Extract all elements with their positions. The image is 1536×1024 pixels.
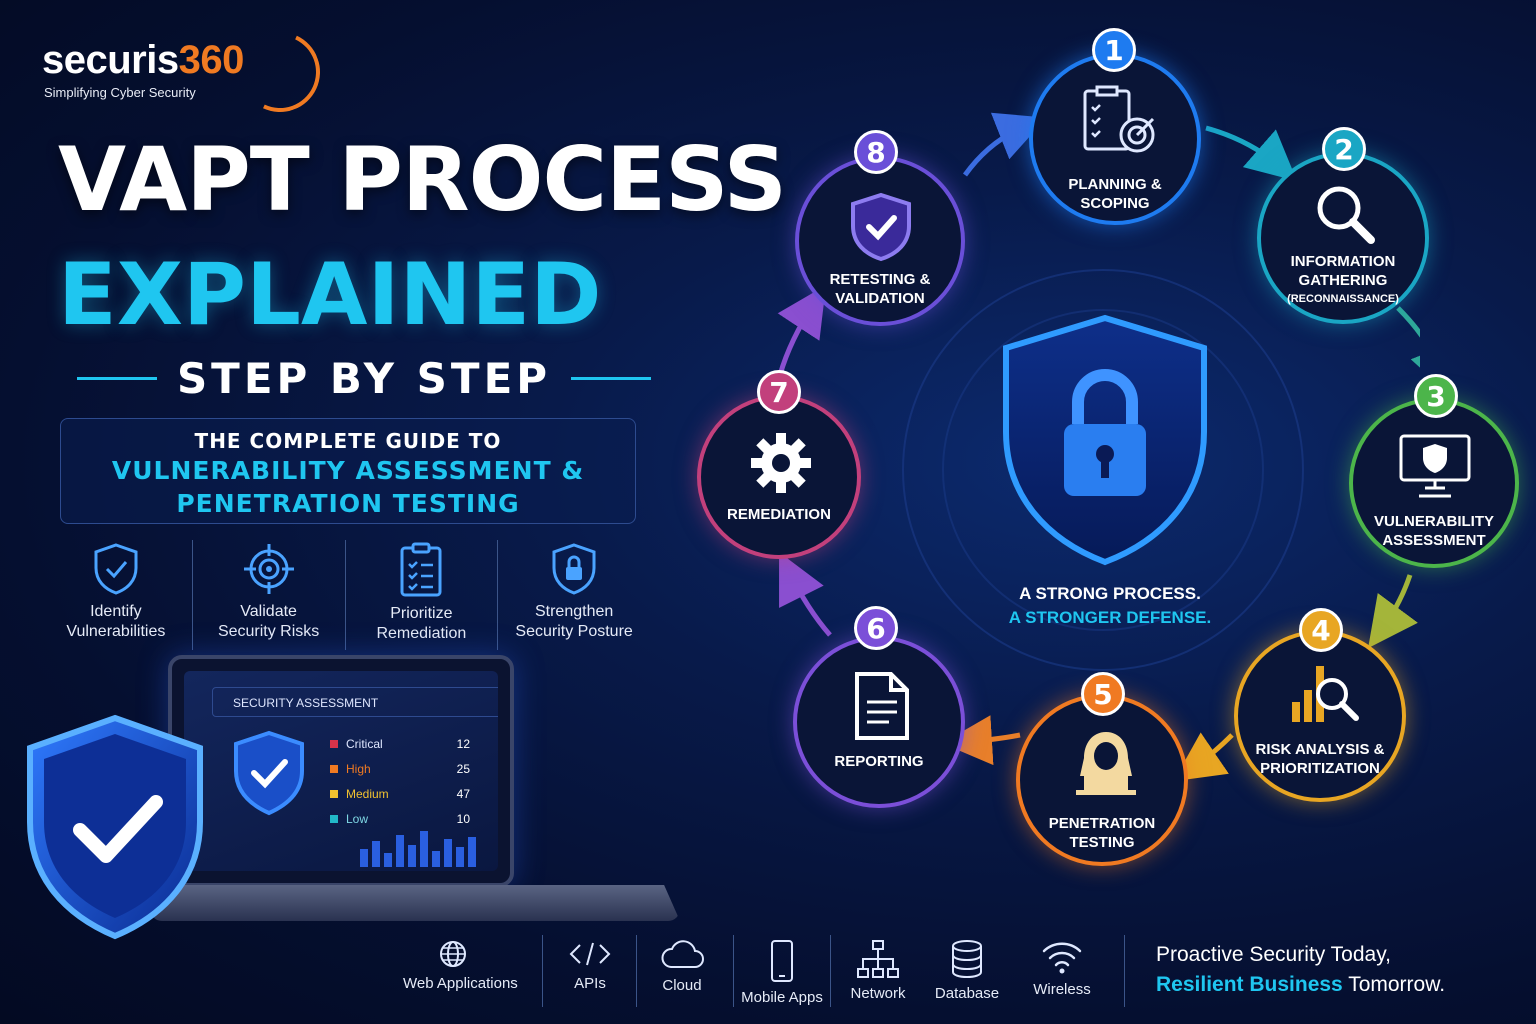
step-number-badge: 3 [1414,374,1458,418]
mini-bar-chart [360,827,480,867]
step-planning-scoping: PLANNING &SCOPING [1029,53,1201,225]
closing-tagline: Proactive Security Today, Resilient Busi… [1156,943,1446,996]
tech-item: APIs [540,925,640,992]
phone-icon [771,940,793,982]
page-title-highlight: EXPLAINED [58,245,602,345]
assessment-title: SECURITY ASSESSMENT [212,687,498,717]
tech-item: Mobile Apps [732,925,832,1006]
technology-row: Web Applications APIs Cloud Mobile Apps … [380,925,1536,1024]
step-retesting-validation: RETESTING &VALIDATION [795,156,965,326]
clipboard-target-icon [1083,85,1155,153]
step-number-badge: 6 [854,606,898,650]
center-slogan: A STRONG PROCESS. [1019,584,1201,603]
guide-topic-1: VULNERABILITY ASSESSMENT & [111,456,585,485]
brand-tagline: Simplifying Cyber Security [44,85,196,100]
page-title: VAPT PROCESS [58,128,787,231]
shield-lock-icon [1003,314,1207,566]
logo-ring-icon [228,20,332,124]
magnifier-icon [1317,186,1375,244]
cloud-icon [661,940,704,968]
step-number-badge: 4 [1299,608,1343,652]
target-icon [243,544,294,594]
guide-topic-2: PENETRATION TESTING [176,489,520,518]
tech-item: Web Applications [403,925,518,992]
step-remediation: REMEDIATION [697,395,861,559]
tech-item: Wireless [1012,925,1112,998]
step-number-badge: 5 [1081,672,1125,716]
tech-item: Network [828,925,928,1002]
monitor-shield-icon [1399,434,1471,498]
globe-icon [440,941,466,967]
shield-check-icon [234,730,304,816]
chart-magnifier-icon [1292,666,1359,722]
step-number-badge: 1 [1092,28,1136,72]
shield-check-icon [27,714,203,940]
database-icon [952,940,982,979]
code-icon [569,942,611,966]
cycle-arrows [777,112,1420,782]
tech-item: Cloud [632,925,732,994]
guide-intro: THE COMPLETE GUIDE TO [194,429,502,453]
clipboard-list-icon [400,542,442,597]
shield-check-icon [94,543,138,595]
subtitle: STEP BY STEP [62,350,666,406]
step-number-badge: 2 [1322,127,1366,171]
step-risk-analysis: RISK ANALYSIS &PRIORITIZATION [1234,630,1406,802]
shield-lock-icon [552,543,596,595]
step-number-badge: 8 [854,130,898,174]
step-reporting: REPORTING [793,636,965,808]
shield-check-icon [851,192,911,262]
center-slogan-highlight: A STRONGER DEFENSE. [1008,608,1212,627]
laptop-keyboard [150,885,680,921]
brand-name: securis360 [42,38,244,82]
step-number-badge: 7 [757,370,801,414]
hacker-icon [1076,732,1136,795]
wifi-icon [1042,942,1082,974]
tech-item: Database [917,925,1017,1002]
brand-logo: securis360 Simplifying Cyber Security [42,20,332,124]
gear-icon [751,433,811,493]
guide-box: THE COMPLETE GUIDE TO VULNERABILITY ASSE… [60,418,636,524]
network-icon [857,940,899,978]
document-icon [855,672,909,740]
